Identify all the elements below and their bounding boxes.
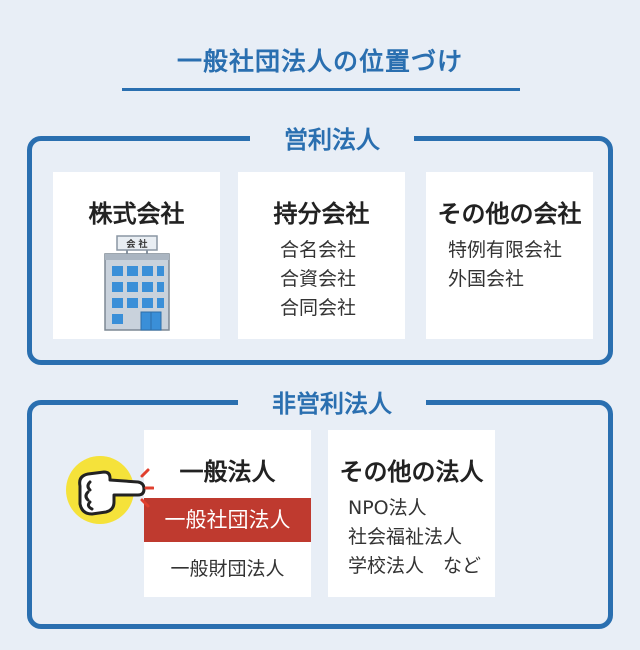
card-general-corp: 一般法人 一般社団法人 一般財団法人 [144,430,311,597]
highlighted-item: 一般社団法人 [144,498,311,542]
page-title: 一般社団法人の位置づけ [176,47,463,76]
card-title: 持分会社 [273,200,370,228]
card-other-corp: その他の法人 NPO法人 社会福祉法人 学校法人 など [328,430,495,597]
list-item: 合名会社 [280,239,357,261]
company-building-icon: 会 社 [104,235,170,331]
list-item: 合同会社 [280,297,357,319]
company-type-list: 合名会社 合資会社 合同会社 [280,236,356,323]
list-item: NPO法人 [348,497,427,519]
non-profit-label: 非営利法人 [238,384,426,419]
corp-type-list: NPO法人 社会福祉法人 学校法人 など [348,494,481,581]
card-title: その他の会社 [437,200,582,228]
list-item: 一般財団法人 [170,558,285,580]
card-title: 株式会社 [88,200,185,228]
card-other-company: その他の会社 特例有限会社 外国会社 [426,172,593,339]
list-item: 合資会社 [280,268,357,290]
list-item: 外国会社 [448,268,525,290]
title-underline [122,88,520,91]
card-title: 一般法人 [179,458,276,486]
card-mochibun: 持分会社 合名会社 合資会社 合同会社 [238,172,405,339]
company-type-list: 特例有限会社 外国会社 [448,236,562,294]
list-item: 特例有限会社 [448,239,563,261]
list-item: 社会福祉法人 [348,526,463,548]
pointing-hand-icon [66,456,154,524]
sign-text: 会 社 [126,238,147,250]
card-kabushiki: 株式会社 会 社 [53,172,220,339]
for-profit-label: 営利法人 [250,120,414,155]
list-item: 学校法人 など [348,555,482,577]
card-title: その他の法人 [339,458,484,486]
